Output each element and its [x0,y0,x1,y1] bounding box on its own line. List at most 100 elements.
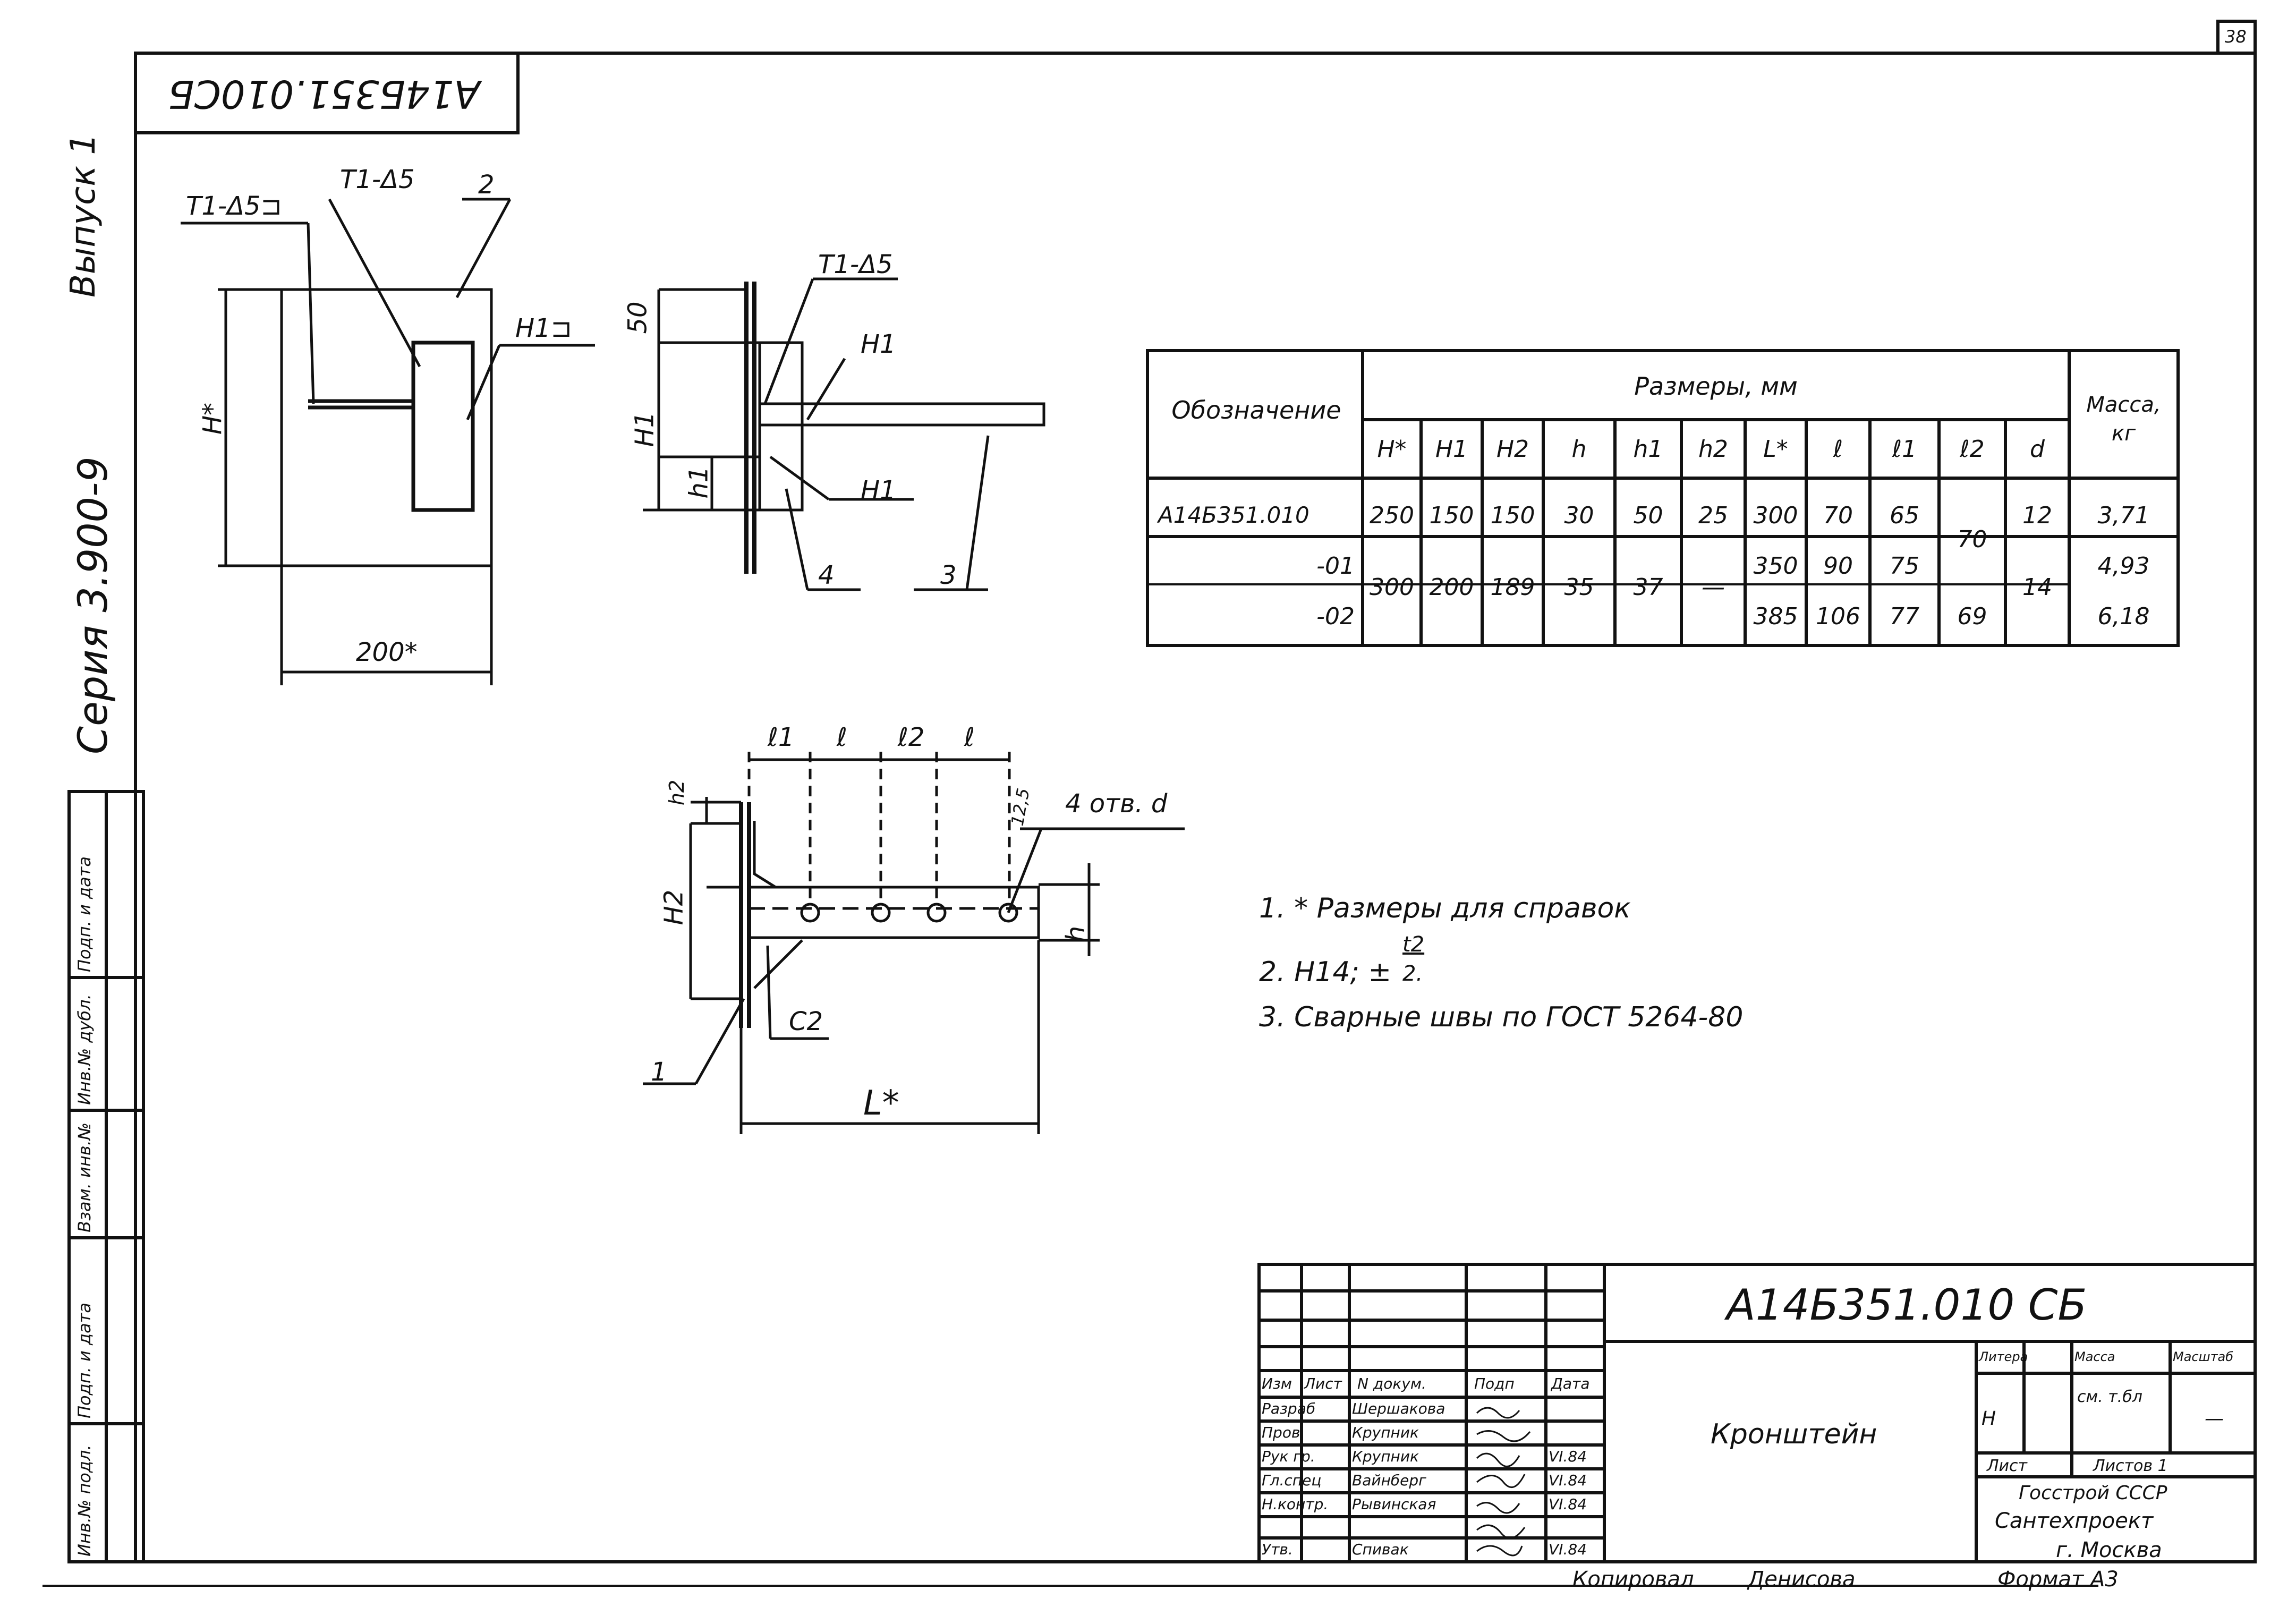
note-2: 2. Н14; ± [1259,956,1392,988]
weld-h1-label: Н1⊐ [515,313,572,343]
dim-L-star: L* [863,1084,899,1123]
merged-h2: — [1702,574,1725,601]
row1-H2: 150 [1490,502,1535,529]
role-2: Пров. [1262,1424,1305,1441]
row3-L: 385 [1753,603,1798,630]
hdr-sign: Подп [1474,1375,1515,1392]
row2-L: 350 [1753,552,1798,580]
row1-h2: 25 [1698,502,1728,529]
dim-h-star: Н* [198,402,228,435]
row1-L: 300 [1753,502,1798,529]
top-view-lines [181,198,595,685]
title-block-grid [1257,1263,2257,1563]
col-group-dimensions: Размеры, мм [1634,372,1798,401]
weld-c2-label: С2 [789,1007,823,1036]
role-4: Гл.спец [1262,1472,1322,1489]
hdr-izm: Изм [1262,1375,1292,1392]
dim-l: ℓ [837,722,847,752]
role-6: Утв. [1262,1541,1293,1558]
part-2-label: 2 [478,170,495,200]
side-weld-h1-top: Н1 [861,329,896,359]
merged-h1: 37 [1633,574,1663,601]
subcol-H: Н* [1377,436,1407,463]
note-2-fraction-den: 2. [1402,962,1423,986]
top-code-box [134,52,520,134]
date-5: VI.84 [1549,1495,1587,1513]
note-1: 1. * Размеры для справок [1259,892,1631,924]
dim-l1: ℓ1 [768,722,795,752]
part-1-label: 1 [651,1057,667,1087]
row2-designation: -01 [1316,552,1355,580]
row2-l: 90 [1823,552,1853,580]
row1-H: 250 [1370,502,1414,529]
hdr-list: Лист [1304,1375,1342,1392]
sidebar-orig-inv: Инв.№ подл. [74,1444,95,1557]
merged-d: 14 [2022,574,2052,601]
litera-label: Литера [1979,1349,2028,1364]
sheets-label: Листов 1 [2093,1457,2168,1475]
row3-l1: 77 [1890,603,1919,630]
row1-d: 12 [2022,502,2052,529]
merged-h: 35 [1564,574,1594,601]
holes-label: 4 отв. d [1065,789,1168,819]
row1-l: 70 [1823,502,1853,529]
side-weld-h1-bottom: Н1 [861,475,896,505]
col-mass: Масса, кг [2086,393,2161,446]
subcol-h1: h1 [1633,436,1663,463]
series-label: Серия 3.900-9 [69,456,116,754]
col-designation: Обозначение [1171,396,1341,424]
dim-h2: h2 [665,779,689,806]
part-3-label: 3 [940,560,957,590]
mass-value: см. т.бл [2077,1388,2142,1406]
signature-scribbles [1476,1407,1531,1557]
page-number: 38 [2225,27,2247,47]
scale-value: — [2205,1408,2224,1430]
merged-H1: 200 [1429,574,1474,601]
row1-H1: 150 [1429,502,1474,529]
title-block-code: А14Б351.010 СБ [1727,1280,2087,1330]
sheet-label: Лист [1987,1457,2028,1475]
litera-value: Н [1982,1408,1996,1430]
subcol-h2: h2 [1698,436,1728,463]
org-santekh: Сантехпроект [1995,1509,2154,1533]
sidebar-replace-inv: Взам. инв.№ [74,1122,95,1232]
subcol-l2: ℓ2 [1960,436,1985,463]
date-3: VI.84 [1549,1448,1587,1465]
org-city: г. Москва [2056,1538,2162,1562]
name-2: Крупник [1352,1424,1419,1441]
dim-H2: Н2 [659,889,689,925]
row1-designation: А14Б351.010 [1158,502,1309,528]
row3-mass: 6,18 [2097,603,2150,630]
name-4: Вайнберг [1352,1472,1426,1489]
sidebar-dup-inv: Инв.№ дубл. [74,994,95,1105]
name-6: Спивак [1352,1541,1409,1558]
side-weld-label: Т1-Δ5 [818,250,893,279]
dim-h1: h1 [684,466,714,499]
sheet-frame [134,52,2257,1563]
copier-name: Денисова [1748,1567,1856,1592]
row2-mass: 4,93 [2097,552,2150,580]
dim-200: 200* [356,637,418,667]
name-1: Шершакова [1352,1400,1445,1417]
row1-h: 30 [1564,502,1594,529]
row3-l: 106 [1816,603,1860,630]
dim-h: h [1061,925,1091,942]
note-3: 3. Сварные швы по ГОСТ 5264-80 [1259,1001,1744,1033]
subcol-l1: ℓ1 [1892,436,1917,463]
row3-l2: 69 [1957,603,1987,630]
issue-label: Выпуск 1 [64,133,103,297]
l2-merged-top: 70 [1957,526,1987,553]
subcol-H1: Н1 [1435,436,1468,463]
name-5: Рывинская [1352,1495,1436,1513]
role-3: Рук гр. [1262,1448,1315,1465]
part-4-label: 4 [818,560,835,590]
subcol-d: d [2030,436,2045,463]
page-number-box [2216,20,2257,55]
merged-H2: 189 [1490,574,1535,601]
role-1: Разраб [1262,1400,1316,1417]
dim-l-b: ℓ [964,722,975,752]
scale-label: Масштаб [2173,1349,2234,1364]
sidebar-sign-date-2: Подп. и дата [74,1303,95,1418]
dim-50: 50 [623,301,653,334]
